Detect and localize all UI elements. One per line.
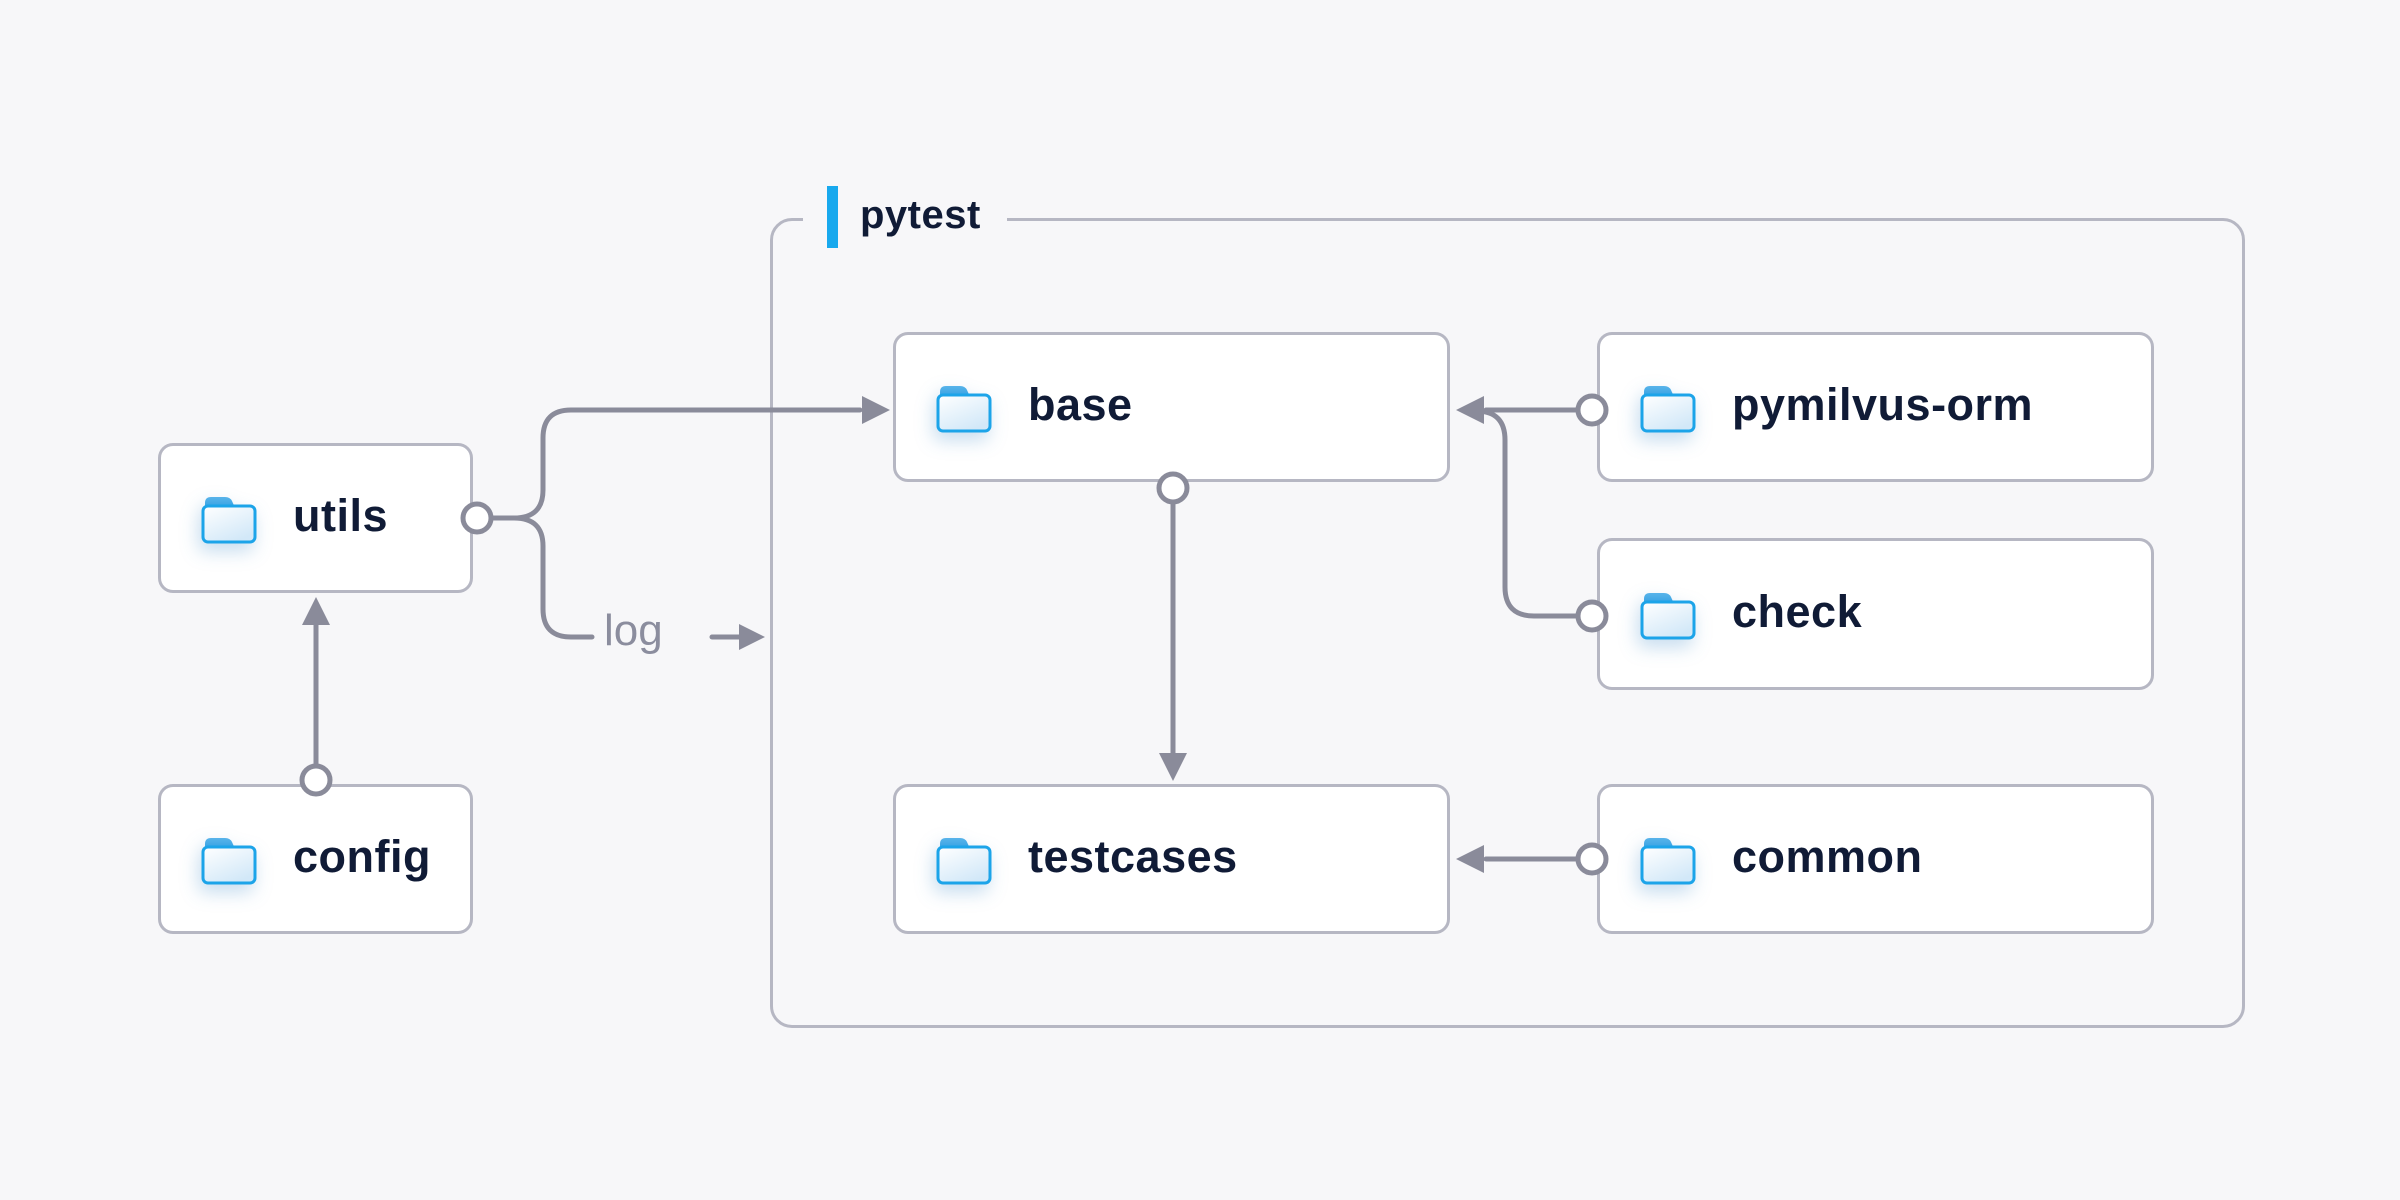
folder-icon [932, 379, 996, 435]
edge-label-log: log [604, 606, 663, 655]
arrowhead-log [739, 624, 765, 650]
edge-utils-to-log [511, 515, 595, 640]
node-utils: utils [158, 443, 473, 593]
node-label: utils [293, 489, 389, 541]
folder-icon [932, 831, 996, 887]
node-pymilvus-orm: pymilvus-orm [1597, 332, 2154, 482]
container-label-text: pytest [860, 193, 981, 237]
node-testcases: testcases [893, 784, 1450, 934]
folder-icon [1636, 831, 1700, 887]
node-base: base [893, 332, 1450, 482]
node-config: config [158, 784, 473, 934]
node-label: pymilvus-orm [1732, 378, 2034, 430]
node-common: common [1597, 784, 2154, 934]
node-label: testcases [1028, 830, 1238, 882]
pytest-container-label: pytest [803, 184, 1007, 250]
node-label: check [1732, 585, 1863, 637]
node-label: base [1028, 378, 1133, 430]
pytest-container [770, 218, 2245, 1028]
node-label: config [293, 830, 431, 882]
node-check: check [1597, 538, 2154, 690]
label-accent-bar [827, 186, 838, 248]
node-label: common [1732, 830, 1923, 882]
folder-icon [197, 490, 261, 546]
folder-icon [1636, 586, 1700, 642]
arrowhead-into-utils-bottom [302, 597, 330, 625]
folder-icon [197, 831, 261, 887]
folder-icon [1636, 379, 1700, 435]
